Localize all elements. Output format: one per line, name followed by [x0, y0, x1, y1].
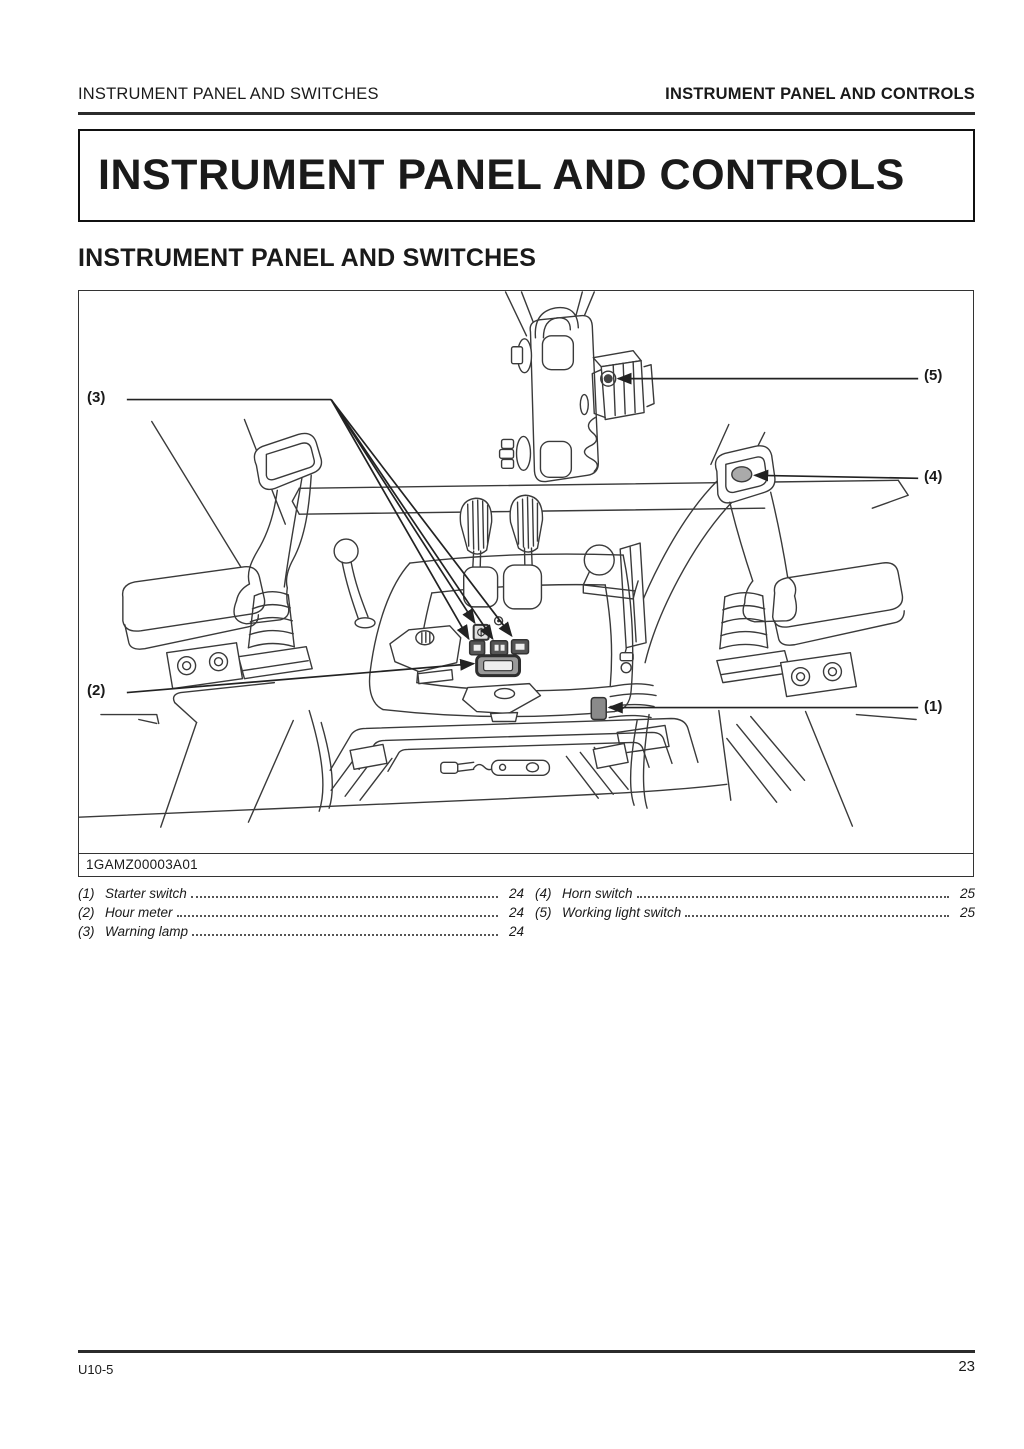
chapter-title: INSTRUMENT PANEL AND CONTROLS [98, 151, 905, 199]
right-control-lever [714, 445, 905, 827]
legend-column-left: (1) Starter switch 24 (2) Hour meter 24 … [78, 882, 524, 939]
running-header-right: INSTRUMENT PANEL AND CONTROLS [665, 85, 975, 103]
legend-item-hour-meter: (2) Hour meter 24 [78, 905, 524, 920]
legend-column-right: (4) Horn switch 25 (5) Working light swi… [535, 882, 975, 939]
doc-code: U10-5 [78, 1362, 114, 1377]
seat-base [79, 717, 728, 818]
floor-plates [308, 709, 650, 812]
working-light-bulb [603, 374, 613, 384]
auxiliary-levers [333, 538, 639, 629]
dot-leader [176, 915, 498, 917]
figure-frame: (3) (2) (5) (4) (1) 1GAMZ00003A01 [78, 290, 974, 877]
callout-label-1: (1) [924, 698, 943, 715]
callout-label-2: (2) [87, 682, 106, 699]
figure-legend: (1) Starter switch 24 (2) Hour meter 24 … [78, 882, 975, 939]
footer-rule [78, 1350, 975, 1353]
boom-bracket [498, 291, 599, 483]
legend-item-starter-switch: (1) Starter switch 24 [78, 886, 524, 901]
legend-page-ref: 25 [959, 905, 975, 920]
legend-page-ref: 24 [508, 905, 524, 920]
instrument-panel-diagram [79, 291, 919, 828]
warning-lamp-cluster [468, 616, 530, 656]
dot-leader [685, 915, 949, 917]
page-number: 23 [958, 1358, 975, 1375]
callout-label-4: (4) [924, 468, 943, 485]
running-header-left: INSTRUMENT PANEL AND SWITCHES [78, 85, 379, 103]
legend-item-warning-lamp: (3) Warning lamp 24 [78, 924, 524, 939]
header-rule [78, 112, 975, 115]
right-console-stand [619, 480, 734, 674]
working-light [591, 350, 655, 421]
legend-item-working-light-switch: (5) Working light switch 25 [535, 905, 975, 920]
callout-label-5: (5) [924, 367, 943, 384]
legend-item-horn-switch: (4) Horn switch 25 [535, 886, 975, 901]
section-heading: INSTRUMENT PANEL AND SWITCHES [78, 244, 537, 272]
dot-leader [636, 896, 949, 898]
legend-page-ref: 24 [508, 924, 524, 939]
chapter-title-box: INSTRUMENT PANEL AND CONTROLS [78, 129, 975, 222]
dot-leader [192, 934, 498, 936]
hour-meter [475, 654, 522, 678]
left-control-lever [100, 432, 323, 828]
instrument-panel [368, 553, 634, 723]
dot-leader [190, 896, 498, 898]
figure-caption: 1GAMZ00003A01 [79, 853, 973, 876]
callout-label-3: (3) [87, 389, 106, 406]
legend-page-ref: 25 [959, 886, 975, 901]
legend-page-ref: 24 [508, 886, 524, 901]
callout-lines [126, 372, 919, 714]
horn-button [731, 466, 753, 483]
cab-pillar-lines [151, 418, 766, 588]
